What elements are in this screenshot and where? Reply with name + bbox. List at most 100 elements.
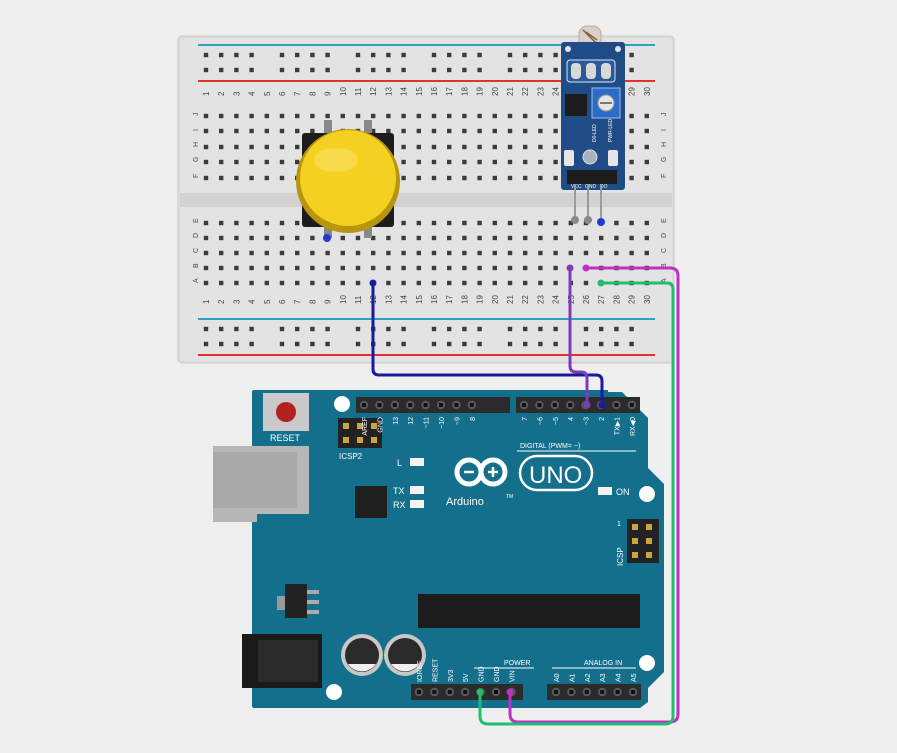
breadboard-hole[interactable] (416, 175, 421, 181)
breadboard-hole[interactable] (538, 144, 543, 150)
breadboard-hole[interactable] (279, 235, 285, 241)
breadboard-hole[interactable] (431, 250, 437, 256)
breadboard-hole[interactable] (507, 159, 513, 165)
breadboard-hole[interactable] (568, 235, 573, 241)
rail-hole[interactable] (401, 326, 406, 332)
breadboard-hole[interactable] (523, 159, 528, 165)
breadboard-hole[interactable] (507, 235, 513, 241)
breadboard-hole[interactable] (644, 220, 649, 226)
rail-hole[interactable] (310, 326, 315, 332)
breadboard-hole[interactable] (553, 144, 558, 150)
wire-gnd[interactable] (508, 266, 680, 724)
breadboard-hole[interactable] (523, 220, 528, 226)
breadboard-hole[interactable] (249, 144, 254, 150)
breadboard-hole[interactable] (568, 220, 573, 226)
breadboard-hole[interactable] (629, 159, 634, 165)
rail-hole[interactable] (203, 52, 209, 58)
breadboard-hole[interactable] (431, 175, 437, 181)
breadboard-hole[interactable] (234, 280, 239, 286)
breadboard-hole[interactable] (401, 235, 406, 241)
rail-hole[interactable] (462, 341, 467, 347)
breadboard-hole[interactable] (477, 128, 482, 134)
rail-hole[interactable] (538, 67, 543, 73)
breadboard-hole[interactable] (279, 159, 285, 165)
breadboard-hole[interactable] (462, 128, 467, 134)
breadboard-hole[interactable] (219, 175, 224, 181)
breadboard-hole[interactable] (203, 250, 209, 256)
breadboard-hole[interactable] (431, 265, 437, 271)
rail-hole[interactable] (507, 67, 513, 73)
breadboard-hole[interactable] (219, 144, 224, 150)
breadboard-hole[interactable] (431, 113, 437, 119)
breadboard-hole[interactable] (386, 113, 391, 119)
rail-hole[interactable] (386, 67, 391, 73)
rail-hole[interactable] (203, 341, 209, 347)
breadboard-hole[interactable] (523, 280, 528, 286)
breadboard-hole[interactable] (264, 159, 269, 165)
breadboard-hole[interactable] (219, 235, 224, 241)
rail-hole[interactable] (477, 326, 482, 332)
rail-hole[interactable] (234, 341, 239, 347)
rail-hole[interactable] (219, 67, 224, 73)
breadboard-hole[interactable] (462, 220, 467, 226)
sensor-pin-vcc[interactable] (571, 216, 579, 224)
breadboard-hole[interactable] (599, 235, 604, 241)
breadboard-hole[interactable] (553, 280, 558, 286)
breadboard-hole[interactable] (249, 235, 254, 241)
breadboard-hole[interactable] (507, 265, 513, 271)
breadboard-hole[interactable] (234, 175, 239, 181)
breadboard-hole[interactable] (219, 113, 224, 119)
rail-hole[interactable] (325, 341, 330, 347)
rail-hole[interactable] (234, 326, 239, 332)
breadboard-hole[interactable] (507, 250, 513, 256)
rail-hole[interactable] (401, 67, 406, 73)
rail-hole[interactable] (279, 326, 285, 332)
rail-hole[interactable] (234, 67, 239, 73)
breadboard-hole[interactable] (401, 159, 406, 165)
breadboard-hole[interactable] (264, 235, 269, 241)
rail-hole[interactable] (219, 341, 224, 347)
breadboard-hole[interactable] (477, 159, 482, 165)
breadboard-hole[interactable] (203, 128, 209, 134)
breadboard-hole[interactable] (234, 159, 239, 165)
breadboard-hole[interactable] (401, 128, 406, 134)
breadboard-hole[interactable] (219, 220, 224, 226)
breadboard-hole[interactable] (462, 250, 467, 256)
breadboard-hole[interactable] (568, 250, 573, 256)
breadboard-hole[interactable] (203, 113, 209, 119)
rail-hole[interactable] (447, 52, 452, 58)
rail-hole[interactable] (523, 341, 528, 347)
breadboard-hole[interactable] (249, 159, 254, 165)
breadboard-hole[interactable] (203, 159, 209, 165)
breadboard-hole[interactable] (462, 144, 467, 150)
rail-hole[interactable] (614, 326, 619, 332)
breadboard-hole[interactable] (523, 235, 528, 241)
rail-hole[interactable] (371, 52, 376, 58)
breadboard-hole[interactable] (234, 144, 239, 150)
breadboard-hole[interactable] (492, 235, 497, 241)
rail-hole[interactable] (553, 341, 558, 347)
rail-hole[interactable] (249, 52, 254, 58)
breadboard-hole[interactable] (629, 175, 634, 181)
rail-hole[interactable] (553, 326, 558, 332)
breadboard-hole[interactable] (279, 265, 285, 271)
breadboard-hole[interactable] (355, 113, 361, 119)
rail-hole[interactable] (203, 326, 209, 332)
breadboard-hole[interactable] (538, 128, 543, 134)
breadboard-hole[interactable] (386, 250, 391, 256)
rail-hole[interactable] (583, 341, 589, 347)
breadboard-hole[interactable] (507, 144, 513, 150)
breadboard-hole[interactable] (553, 235, 558, 241)
rail-hole[interactable] (523, 67, 528, 73)
breadboard-hole[interactable] (279, 144, 285, 150)
button-cap[interactable] (300, 130, 396, 226)
rail-hole[interactable] (386, 341, 391, 347)
breadboard-hole[interactable] (295, 220, 300, 226)
breadboard-hole[interactable] (234, 113, 239, 119)
rail-hole[interactable] (507, 341, 513, 347)
breadboard-hole[interactable] (386, 265, 391, 271)
breadboard-hole[interactable] (629, 250, 634, 256)
breadboard-hole[interactable] (219, 280, 224, 286)
rail-hole[interactable] (249, 326, 254, 332)
push-button[interactable] (296, 120, 400, 238)
